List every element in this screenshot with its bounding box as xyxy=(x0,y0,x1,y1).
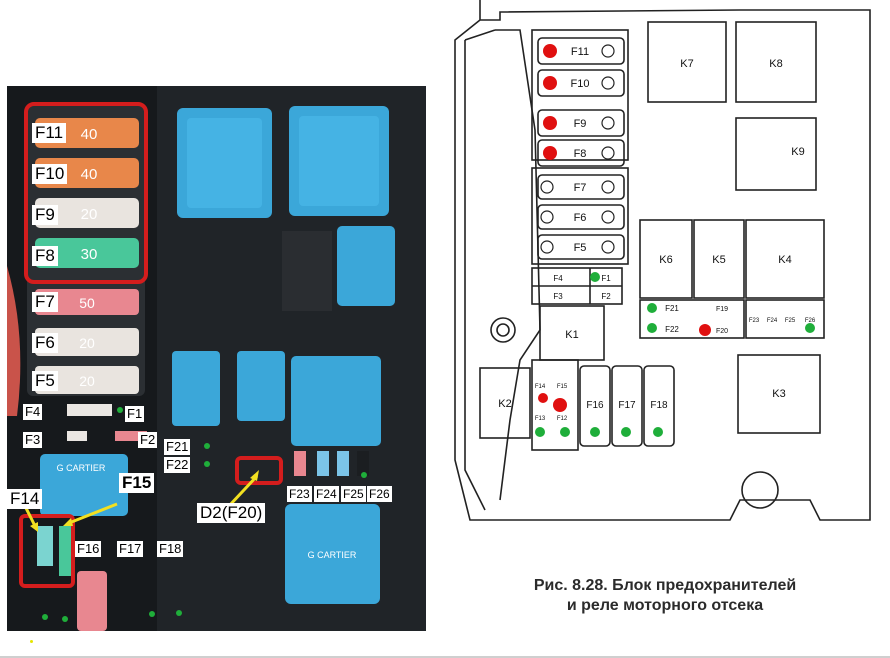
svg-text:20: 20 xyxy=(79,335,95,351)
stray-dot xyxy=(30,640,33,643)
photo-label-f6: F6 xyxy=(32,333,58,353)
diagram-label-f23: F23 xyxy=(749,318,760,324)
diagram-label-f10: F10 xyxy=(571,78,590,90)
svg-text:40: 40 xyxy=(81,126,98,143)
diagram-label-f13: F13 xyxy=(535,416,546,422)
svg-text:20: 20 xyxy=(81,206,98,223)
diagram-label-k9: K9 xyxy=(791,146,804,158)
relay-photo-mid-right xyxy=(337,226,395,306)
photo-label-f4: F4 xyxy=(23,404,43,420)
photo-label-f10: F10 xyxy=(32,164,68,184)
diagram-label-k5: K5 xyxy=(712,254,725,266)
diagram-label-k7: K7 xyxy=(680,58,693,70)
arrow-d2 xyxy=(227,474,259,508)
page-divider xyxy=(0,656,890,658)
arrow-f14 xyxy=(23,505,37,527)
relay-photo-bottom: G CARTIER xyxy=(285,504,380,604)
photo-label-f9: F9 xyxy=(32,205,58,225)
diagram-label-f2: F2 xyxy=(601,292,611,301)
highlight-box-f11-f8 xyxy=(24,102,148,284)
diagram-label-f5: F5 xyxy=(574,242,587,254)
fuse-f5-photo: 20 xyxy=(35,366,139,394)
photo-label-f7: F7 xyxy=(32,292,58,312)
photo-label-f23: F23 xyxy=(287,486,312,502)
diagram-label-f21: F21 xyxy=(665,304,679,313)
diagram-label-k1: K1 xyxy=(565,329,578,341)
photo-label-f16: F16 xyxy=(75,541,102,557)
relay-photo-small-2 xyxy=(237,351,285,421)
diagram-label-f4: F4 xyxy=(553,274,563,283)
figure-caption: Рис. 8.28. Блок предохранителей и реле м… xyxy=(440,576,890,616)
photo-label-f24: F24 xyxy=(314,486,339,502)
fuse-f7-photo: 50 xyxy=(35,289,139,315)
fuse-box-diagram: F11 F10 F9 F8 F7 F6 F5 F4 F1 F3 F2 K1 K2… xyxy=(440,0,890,560)
svg-text:50: 50 xyxy=(79,295,95,311)
diagram-label-k8: K8 xyxy=(769,58,782,70)
diagram-label-f1: F1 xyxy=(601,274,611,283)
fuse-f8-photo: 30 xyxy=(35,238,139,268)
svg-text:40: 40 xyxy=(81,166,98,183)
svg-text:G CARTIER: G CARTIER xyxy=(57,463,106,473)
diagram-label-f18: F18 xyxy=(650,400,668,411)
relay-photo-mid xyxy=(291,356,381,446)
diagram-label-f6: F6 xyxy=(574,212,587,224)
arrow-f15 xyxy=(68,502,118,525)
diagram-label-f20: F20 xyxy=(716,328,728,335)
relay-photo-small-1 xyxy=(172,351,220,426)
diagram-label-f26: F26 xyxy=(805,318,816,324)
diagram-label-f3: F3 xyxy=(553,292,563,301)
highlight-box-d2 xyxy=(235,456,283,485)
photo-drawing: 40 40 20 30 50 20 20 xyxy=(7,86,426,631)
diagram-label-f7: F7 xyxy=(574,182,587,194)
diagram-text-layer: F11 F10 F9 F8 F7 F6 F5 F4 F1 F3 F2 K1 K2… xyxy=(498,46,816,422)
diagram-label-f16: F16 xyxy=(586,400,604,411)
svg-text:30: 30 xyxy=(81,246,98,263)
diagram-label-k4: K4 xyxy=(778,254,791,266)
caption-line-1: Рис. 8.28. Блок предохранителей xyxy=(533,577,797,594)
photo-label-f1: F1 xyxy=(125,406,145,422)
diagram-label-f22: F22 xyxy=(665,325,679,334)
photo-label-f3: F3 xyxy=(23,432,43,448)
photo-label-f22: F22 xyxy=(164,457,191,473)
fuse-box-photo: 40 40 20 30 50 20 20 xyxy=(7,86,426,631)
photo-label-f5: F5 xyxy=(32,371,58,391)
photo-label-f21: F21 xyxy=(164,439,191,455)
relay-photo-top-right xyxy=(289,106,389,216)
caption-line-2: и реле моторного отсека xyxy=(566,597,764,614)
relay-photo-f14-area: G CARTIER xyxy=(40,454,128,516)
photo-label-f8: F8 xyxy=(32,246,58,266)
diagram-label-k6: K6 xyxy=(659,254,672,266)
diagram-label-k3: K3 xyxy=(772,388,785,400)
photo-label-f14: F14 xyxy=(7,489,43,509)
svg-text:G CARTIER: G CARTIER xyxy=(308,550,357,560)
photo-label-f25: F25 xyxy=(341,486,366,502)
diagram-drawing xyxy=(454,0,871,521)
fuse-f6-photo: 20 xyxy=(35,328,139,356)
fuse-f9-photo: 20 xyxy=(35,198,139,228)
photo-label-f17: F17 xyxy=(117,541,144,557)
relay-photo-top-left xyxy=(177,108,272,218)
diagram-label-f14: F14 xyxy=(535,384,546,390)
diagram-label-f24: F24 xyxy=(767,318,778,324)
svg-text:20: 20 xyxy=(79,373,95,389)
diagram-label-k2: K2 xyxy=(498,398,511,410)
photo-label-f15: F15 xyxy=(119,473,155,493)
photo-label-f18: F18 xyxy=(157,541,184,557)
diagram-label-f11: F11 xyxy=(571,46,589,58)
photo-label-f2: F2 xyxy=(138,432,158,448)
photo-label-f11: F11 xyxy=(32,123,67,143)
diagram-label-f9: F9 xyxy=(574,118,587,130)
diagram-label-f15: F15 xyxy=(557,384,568,390)
diagram-label-f17: F17 xyxy=(618,400,636,411)
diagram-label-f8: F8 xyxy=(574,148,587,160)
photo-label-f26: F26 xyxy=(367,486,392,502)
diagram-label-f12: F12 xyxy=(557,416,568,422)
diagram-label-f19: F19 xyxy=(716,306,728,313)
diagram-label-f25: F25 xyxy=(785,318,796,324)
highlight-box-f14-f15 xyxy=(19,514,75,588)
photo-label-d2: D2(F20) xyxy=(197,503,266,523)
